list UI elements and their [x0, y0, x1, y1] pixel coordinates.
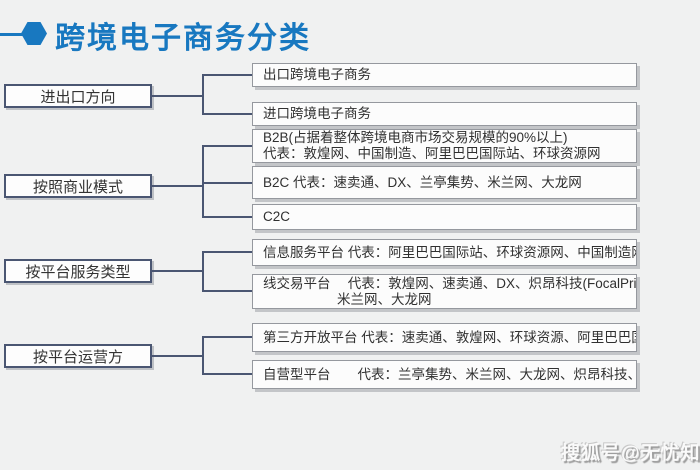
title-accent-line: [0, 33, 23, 36]
category-box-business-model: 按照商业模式: [4, 174, 152, 198]
hexagon-bullet-icon: [21, 22, 47, 45]
branch-text: C2C: [263, 209, 291, 224]
connector-parent-1: [152, 95, 204, 97]
category-box-import-export-direction: 进出口方向: [4, 84, 152, 108]
connector-stub: [202, 251, 252, 253]
branch-text: 出口跨境电子商务: [263, 67, 371, 82]
sohu-watermark: 搜狐号@无忧知识: [561, 443, 700, 464]
branch-box-b2b: B2B(占据着整体跨境电商市场交易规模的90%以上) 代表：敦煌网、中国制造、阿…: [252, 129, 637, 163]
connector-stub: [202, 113, 252, 115]
connector-bracket-1: [202, 74, 204, 115]
connector-stub: [202, 373, 252, 375]
branch-box-online-trading-platform: 线交易平台 代表：敦煌网、速卖通、DX、炽昂科技(FocalPrice)、 米兰…: [252, 274, 637, 309]
category-label: 进出口方向: [40, 88, 116, 106]
branch-box-self-operated-platform: 自营型平台 代表：兰亭集势、米兰网、大龙网、炽昂科技、: [252, 360, 637, 389]
category-box-platform-operator: 按平台运营方: [4, 344, 152, 368]
connector-parent-3: [152, 270, 204, 272]
branch-text: 米兰网、大龙网: [337, 291, 432, 307]
connector-stub: [202, 145, 252, 147]
branch-text: 自营型平台 代表：兰亭集势、米兰网、大龙网、炽昂科技、: [263, 366, 637, 382]
branch-box-c2c: C2C: [252, 204, 637, 230]
branch-box-export-cbec: 出口跨境电子商务: [252, 63, 637, 87]
branch-box-info-service-platform: 信息服务平台 代表：阿里巴巴国际站、环球资源网、中国制造网: [252, 239, 637, 266]
category-label: 按平台服务类型: [25, 263, 131, 281]
category-box-platform-service-type: 按平台服务类型: [4, 259, 152, 283]
branch-box-third-party-open-platform: 第三方开放平台 代表：速卖通、敦煌网、环球资源、阿里巴巴国际站: [252, 323, 637, 352]
branch-text: 第三方开放平台 代表：速卖通、敦煌网、环球资源、阿里巴巴国际站: [263, 329, 637, 345]
connector-bracket-4: [202, 336, 204, 375]
branch-box-import-cbec: 进口跨境电子商务: [252, 102, 637, 126]
connector-stub: [202, 74, 252, 76]
connector-stub: [202, 182, 252, 184]
connector-bracket-3: [202, 251, 204, 292]
branch-box-b2c: B2C 代表：速卖通、DX、兰亭集势、米兰网、大龙网: [252, 166, 637, 199]
connector-parent-2: [152, 185, 204, 187]
branch-text: 信息服务平台 代表：阿里巴巴国际站、环球资源网、中国制造网: [263, 244, 637, 260]
connector-bracket-2: [202, 145, 204, 218]
category-label: 按照商业模式: [32, 178, 123, 196]
connector-stub: [202, 290, 252, 292]
category-label: 按平台运营方: [32, 348, 123, 366]
branch-text: B2B(占据着整体跨境电商市场交易规模的90%以上): [263, 130, 568, 145]
page-title: 跨境电子商务分类: [55, 22, 311, 55]
branch-text: B2C 代表：速卖通、DX、兰亭集势、米兰网、大龙网: [263, 174, 582, 190]
branch-text: 进口跨境电子商务: [263, 106, 371, 121]
connector-stub: [202, 336, 252, 338]
branch-text: 代表：敦煌网、中国制造、阿里巴巴国际站、环球资源网: [263, 146, 601, 161]
connector-stub: [202, 216, 252, 218]
connector-parent-4: [152, 355, 204, 357]
branch-text: 线交易平台 代表：敦煌网、速卖通、DX、炽昂科技(FocalPrice)、: [263, 275, 637, 291]
